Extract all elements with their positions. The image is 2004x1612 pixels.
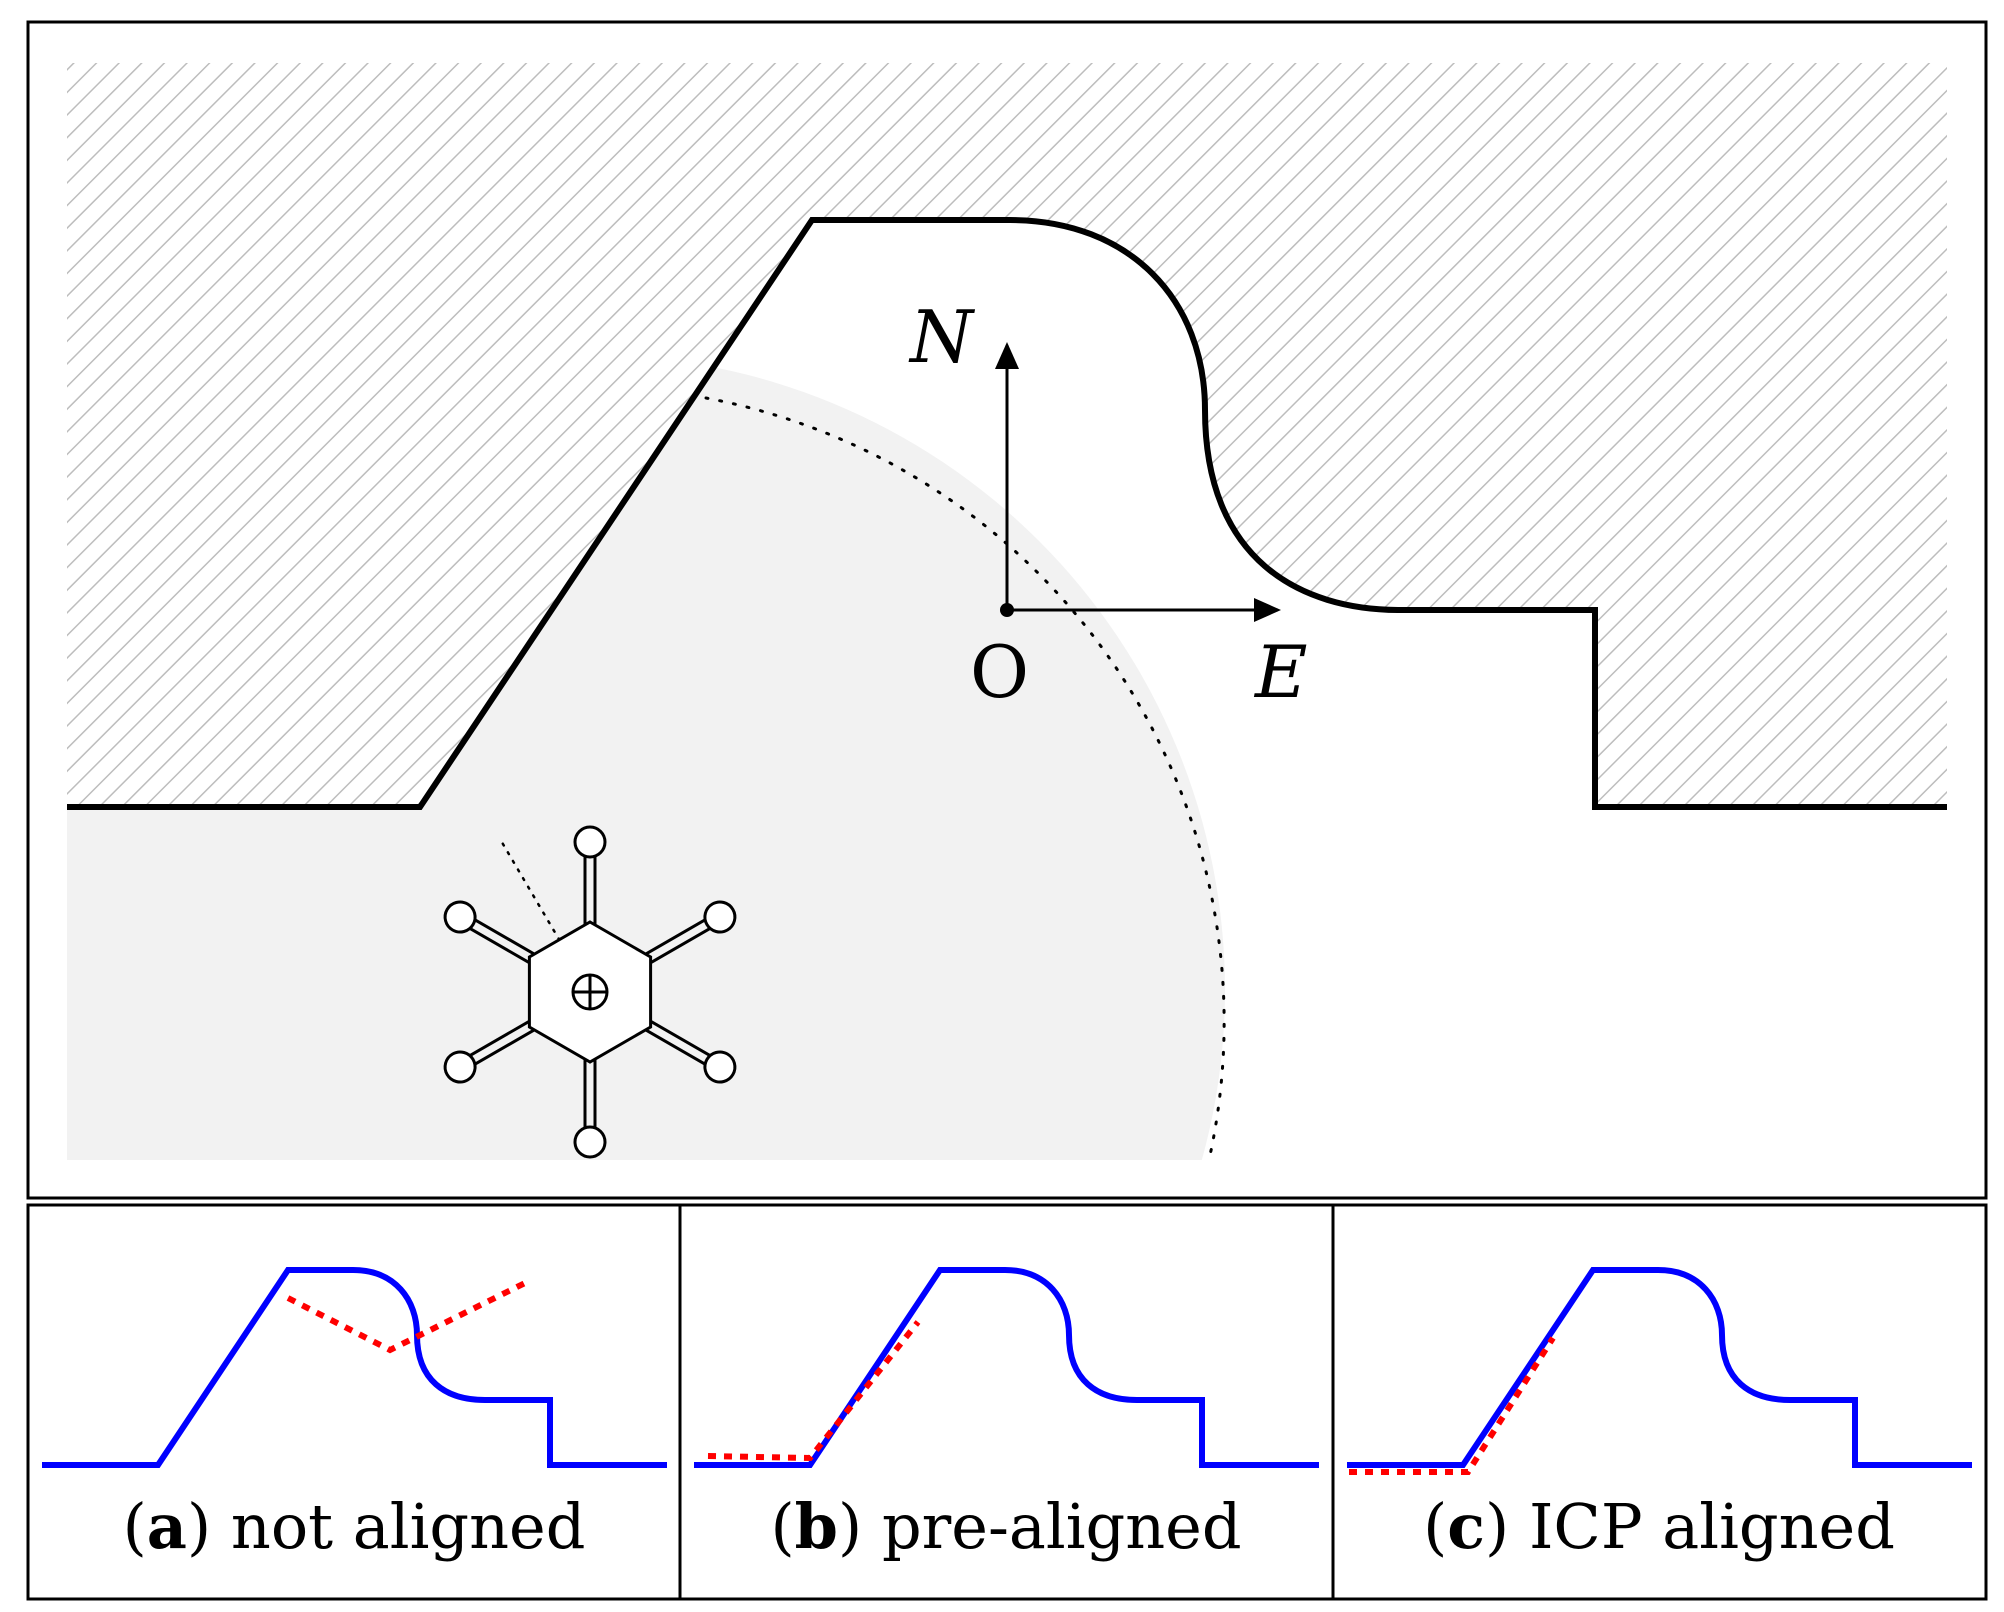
robot-leg: [645, 900, 737, 964]
coordinate-axes: N E O: [908, 295, 1308, 714]
robot-leg: [573, 1060, 607, 1159]
caption-b: (b) pre-aligned: [770, 1490, 1241, 1563]
robot-leg: [443, 1020, 535, 1084]
north-axis-label: N: [908, 295, 976, 379]
caption-c: (c) ICP aligned: [1423, 1490, 1895, 1563]
crosshair-icon: [571, 973, 609, 1011]
sensor-range-boundary: [704, 396, 1226, 1160]
subpanel-b: (b) pre-aligned: [694, 1267, 1319, 1563]
scan-profile: [286, 1279, 529, 1354]
robot-leg: [645, 1020, 737, 1084]
subpanel-a: (a) not aligned: [42, 1267, 667, 1563]
robot-leg: [573, 825, 607, 924]
subpanels: (a) not aligned (b) pre-aligned (c) ICP …: [26, 1203, 1988, 1601]
robot-hexapod-icon: [443, 825, 737, 1159]
robot-leg: [443, 900, 535, 964]
caption-a: (a) not aligned: [123, 1490, 586, 1563]
east-axis-label: E: [1253, 630, 1308, 714]
origin-point: [1000, 603, 1014, 617]
main-panel: N E O: [26, 20, 1988, 1200]
reference-profile: [1347, 1267, 1972, 1468]
reference-profile: [694, 1267, 1319, 1468]
scan-profile: [707, 1320, 921, 1462]
scan-profile: [1349, 1336, 1556, 1475]
subpanel-c: (c) ICP aligned: [1347, 1267, 1972, 1563]
origin-label: O: [970, 630, 1029, 714]
obstacle-region: [67, 63, 1947, 807]
terrain-outline: [67, 217, 1947, 810]
